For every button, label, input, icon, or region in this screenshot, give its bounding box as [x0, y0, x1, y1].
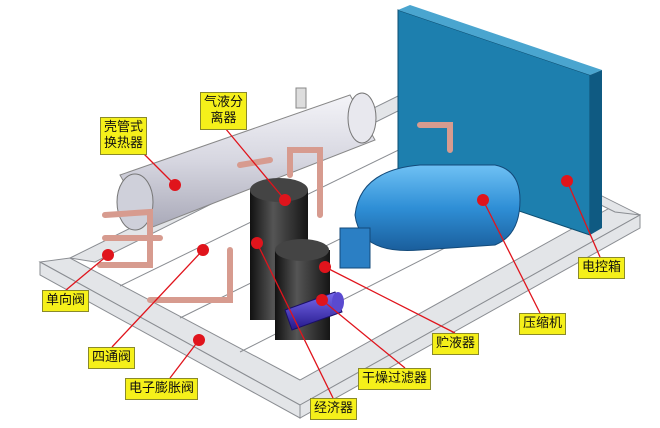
compressor — [339, 164, 521, 269]
label-line: 气液分 — [204, 95, 244, 110]
label-gas-liquid-separator: 气液分 离器 — [200, 92, 248, 130]
label-compressor: 压缩机 — [519, 313, 567, 335]
label-economizer: 经济器 — [310, 398, 358, 420]
label-receiver: 贮液器 — [432, 333, 480, 355]
copper-pipes — [97, 122, 453, 303]
label-filter-drier: 干燥过滤器 — [358, 368, 432, 390]
label-line: 壳管式 — [104, 120, 144, 135]
pointer-lines — [65, 127, 601, 399]
label-expansion-valve: 电子膨胀阀 — [125, 378, 199, 400]
label-check-valve: 单向阀 — [42, 290, 90, 312]
label-four-way-valve: 四通阀 — [88, 347, 136, 369]
pointer-dots — [102, 175, 573, 346]
label-line: 换热器 — [104, 136, 144, 151]
label-shell-tube-exchanger: 壳管式 换热器 — [100, 117, 148, 155]
label-control-box: 电控箱 — [578, 257, 626, 279]
label-line: 离器 — [210, 111, 237, 126]
